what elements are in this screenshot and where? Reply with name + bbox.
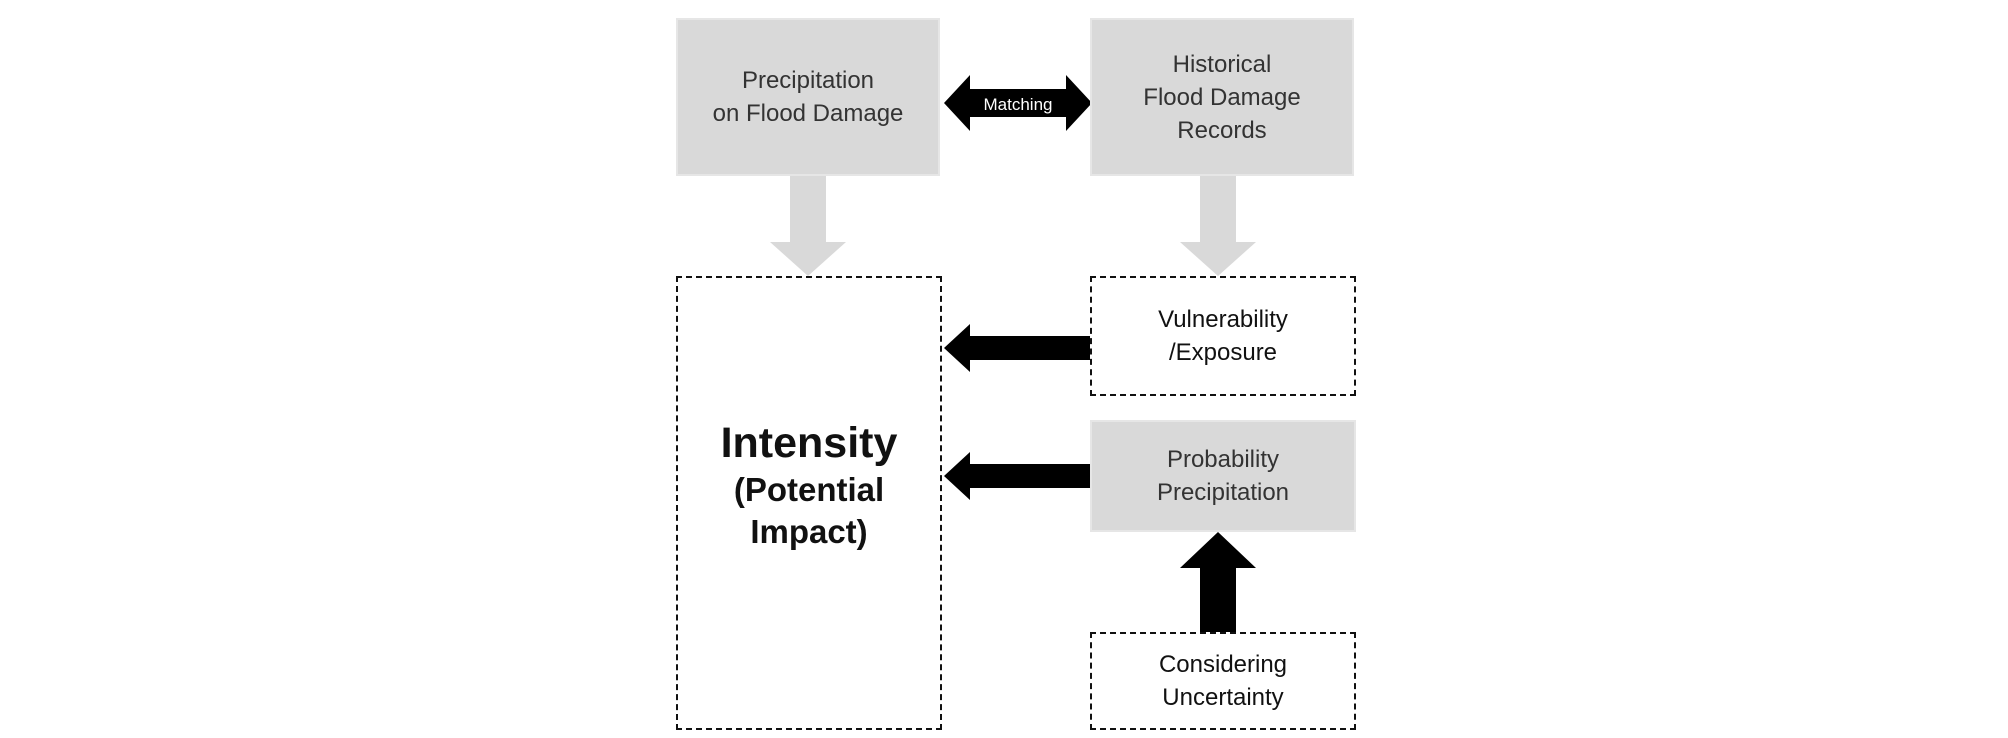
left-arrow-probability-to-intensity (944, 452, 1090, 500)
intensity-subtitle: (Potential Impact) (733, 471, 885, 550)
intensity-box: Intensity (Potential Impact) (676, 276, 942, 730)
left-arrow-vulnerability-to-intensity (944, 324, 1090, 372)
historical-flood-damage-box: Historical Flood Damage Records (1090, 18, 1354, 176)
up-arrow-uncertainty-to-probability (1180, 532, 1256, 632)
considering-uncertainty-box: Considering Uncertainty (1090, 632, 1356, 730)
precipitation-flood-damage-box: Precipitation on Flood Damage (676, 18, 940, 176)
precipitation-flood-damage-label: Precipitation on Flood Damage (712, 67, 904, 127)
intensity-title: Intensity (720, 419, 898, 467)
probability-precipitation-box: Probability Precipitation (1090, 420, 1356, 532)
vulnerability-exposure-label: Vulnerability /Exposure (1158, 306, 1288, 366)
matching-label: Matching (984, 95, 1053, 114)
matching-double-arrow (944, 75, 1092, 131)
probability-precipitation-label: Probability Precipitation (1156, 446, 1290, 506)
considering-uncertainty-label: Considering Uncertainty (1158, 651, 1288, 711)
down-arrow-precip-to-intensity (770, 176, 846, 276)
down-arrow-historical-to-vulnerability (1180, 176, 1256, 276)
historical-flood-damage-label: Historical Flood Damage Records (1143, 50, 1301, 144)
vulnerability-exposure-box: Vulnerability /Exposure (1090, 276, 1356, 396)
